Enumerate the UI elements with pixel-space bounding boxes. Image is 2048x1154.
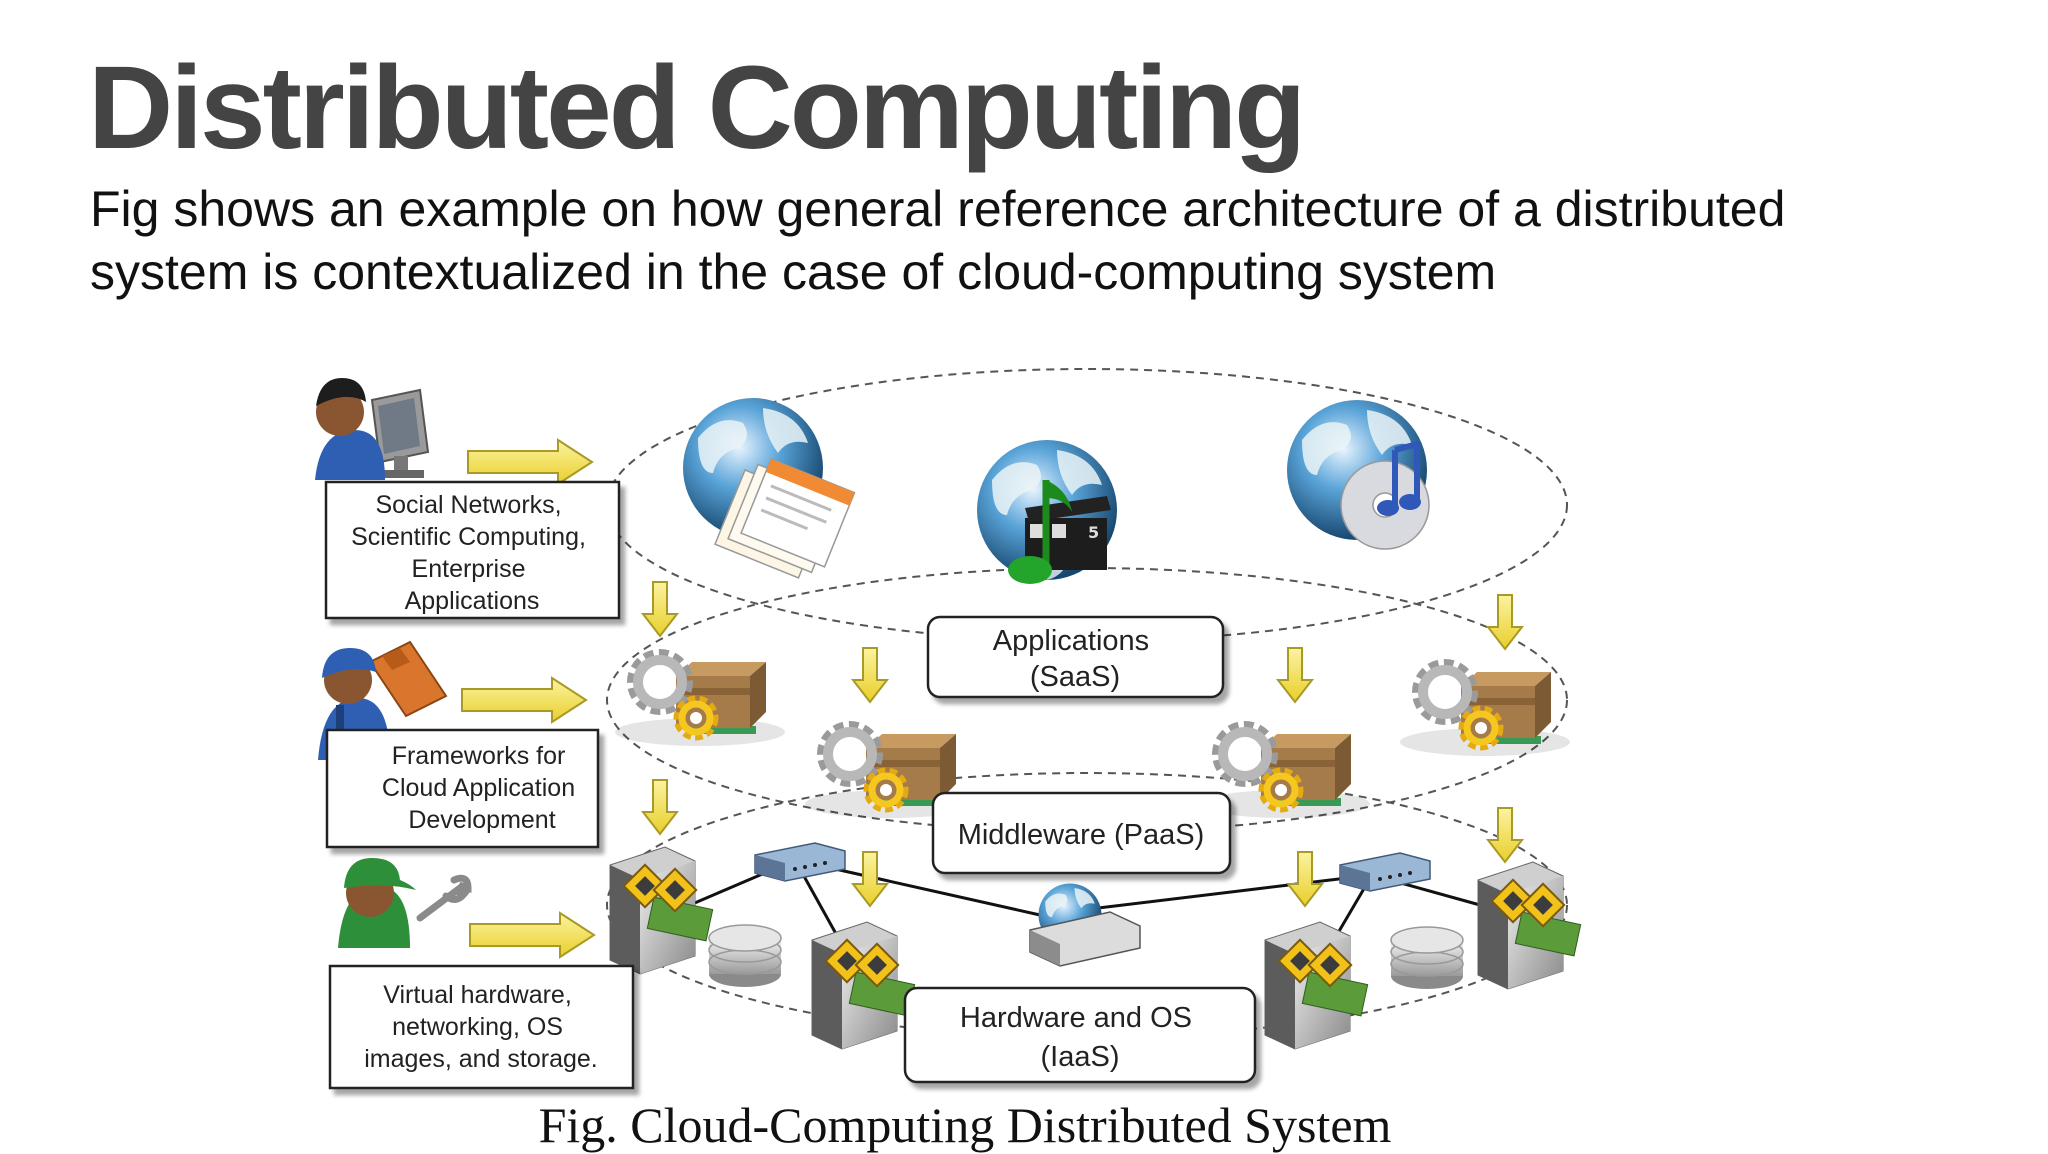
- svg-text:Applications (SaaS): Applications (SaaS): [993, 625, 1157, 693]
- user-box-line: Scientific Computing,: [351, 523, 586, 551]
- slide-title: Distributed Computing: [88, 42, 1306, 174]
- storage-disk-icon: [708, 924, 782, 988]
- film-clap-number: 5: [1088, 523, 1099, 542]
- applications-user-box: Social Networks, Scientific Computing, E…: [324, 480, 621, 620]
- middleware-package-icon: [1400, 665, 1570, 756]
- user-box-line: images, and storage.: [364, 1045, 597, 1073]
- svg-text:Social Networks, Scienti: Social Networks, Scientific Computing, E…: [351, 491, 593, 615]
- layer-label-line: (IaaS): [1041, 1041, 1120, 1073]
- user-box-line: Applications: [405, 587, 540, 615]
- user-box-line: Cloud Application: [382, 774, 575, 802]
- network-switch-icon: [1339, 852, 1431, 892]
- iaas-label-box: Hardware and OS (IaaS): [903, 986, 1257, 1084]
- user-box-line: Enterprise: [412, 555, 526, 583]
- server-icon: [1477, 861, 1582, 990]
- subtitle-line-2: system is contextualized in the case of …: [90, 244, 1497, 300]
- down-arrow-icon: [642, 779, 678, 835]
- down-arrow-icon: [1287, 851, 1323, 907]
- user-box-line: networking, OS: [392, 1013, 563, 1041]
- layer-label-line: Applications: [993, 625, 1149, 657]
- right-arrow-icon: [461, 677, 587, 723]
- user-box-line: Frameworks for: [392, 742, 566, 770]
- svg-text:Hardware and OS (IaaS): Hardware and OS (IaaS): [960, 1002, 1200, 1073]
- layer-label-line: (SaaS): [1030, 661, 1120, 693]
- end-user-icon: [315, 378, 430, 480]
- figure-caption: Fig. Cloud-Computing Distributed System: [538, 1097, 1392, 1153]
- server-icon: [1264, 921, 1369, 1050]
- saas-label-box: Applications (SaaS): [926, 615, 1225, 699]
- down-arrow-icon: [642, 581, 678, 637]
- svg-text:Virtual hardware, netwo: Virtual hardware, networking, OS images,…: [364, 981, 597, 1073]
- administrator-icon: [338, 858, 472, 948]
- right-arrow-icon: [469, 912, 595, 958]
- slide-subtitle: Fig shows an example on how general refe…: [90, 178, 1910, 304]
- globe-music-icon: [1287, 400, 1430, 550]
- globe-documents-icon: [683, 398, 856, 579]
- paas-label-box: Middleware (PaaS): [931, 791, 1232, 875]
- down-arrow-icon: [852, 647, 888, 703]
- layer-label-line: Middleware (PaaS): [958, 819, 1205, 851]
- down-arrow-icon: [1277, 647, 1313, 703]
- user-box-line: Virtual hardware,: [383, 981, 572, 1009]
- user-box-line: Social Networks,: [375, 491, 561, 519]
- globe-media-icon: 5: [977, 440, 1117, 584]
- storage-disk-icon: [1390, 926, 1464, 990]
- network-switch-icon: [754, 842, 846, 882]
- down-arrow-icon: [1487, 594, 1523, 650]
- down-arrow-icon: [1487, 807, 1523, 863]
- server-icon: [811, 921, 916, 1050]
- layer-label-line: Hardware and OS: [960, 1002, 1192, 1034]
- middleware-package-icon: [615, 655, 785, 746]
- subtitle-line-1: Fig shows an example on how general refe…: [90, 181, 1786, 237]
- virtual-hardware-user-box: Virtual hardware, networking, OS images,…: [328, 964, 635, 1090]
- user-box-line: Development: [408, 806, 555, 834]
- svg-text:Frameworks for Cloud App: Frameworks for Cloud Application Develop…: [382, 742, 582, 834]
- svg-text:Middleware (PaaS): Middleware (PaaS): [958, 819, 1205, 851]
- router-globe-icon: [1029, 883, 1141, 967]
- frameworks-user-box: Frameworks for Cloud Application Develop…: [325, 728, 600, 849]
- right-arrow-icon: [467, 439, 593, 485]
- server-icon: [609, 846, 714, 975]
